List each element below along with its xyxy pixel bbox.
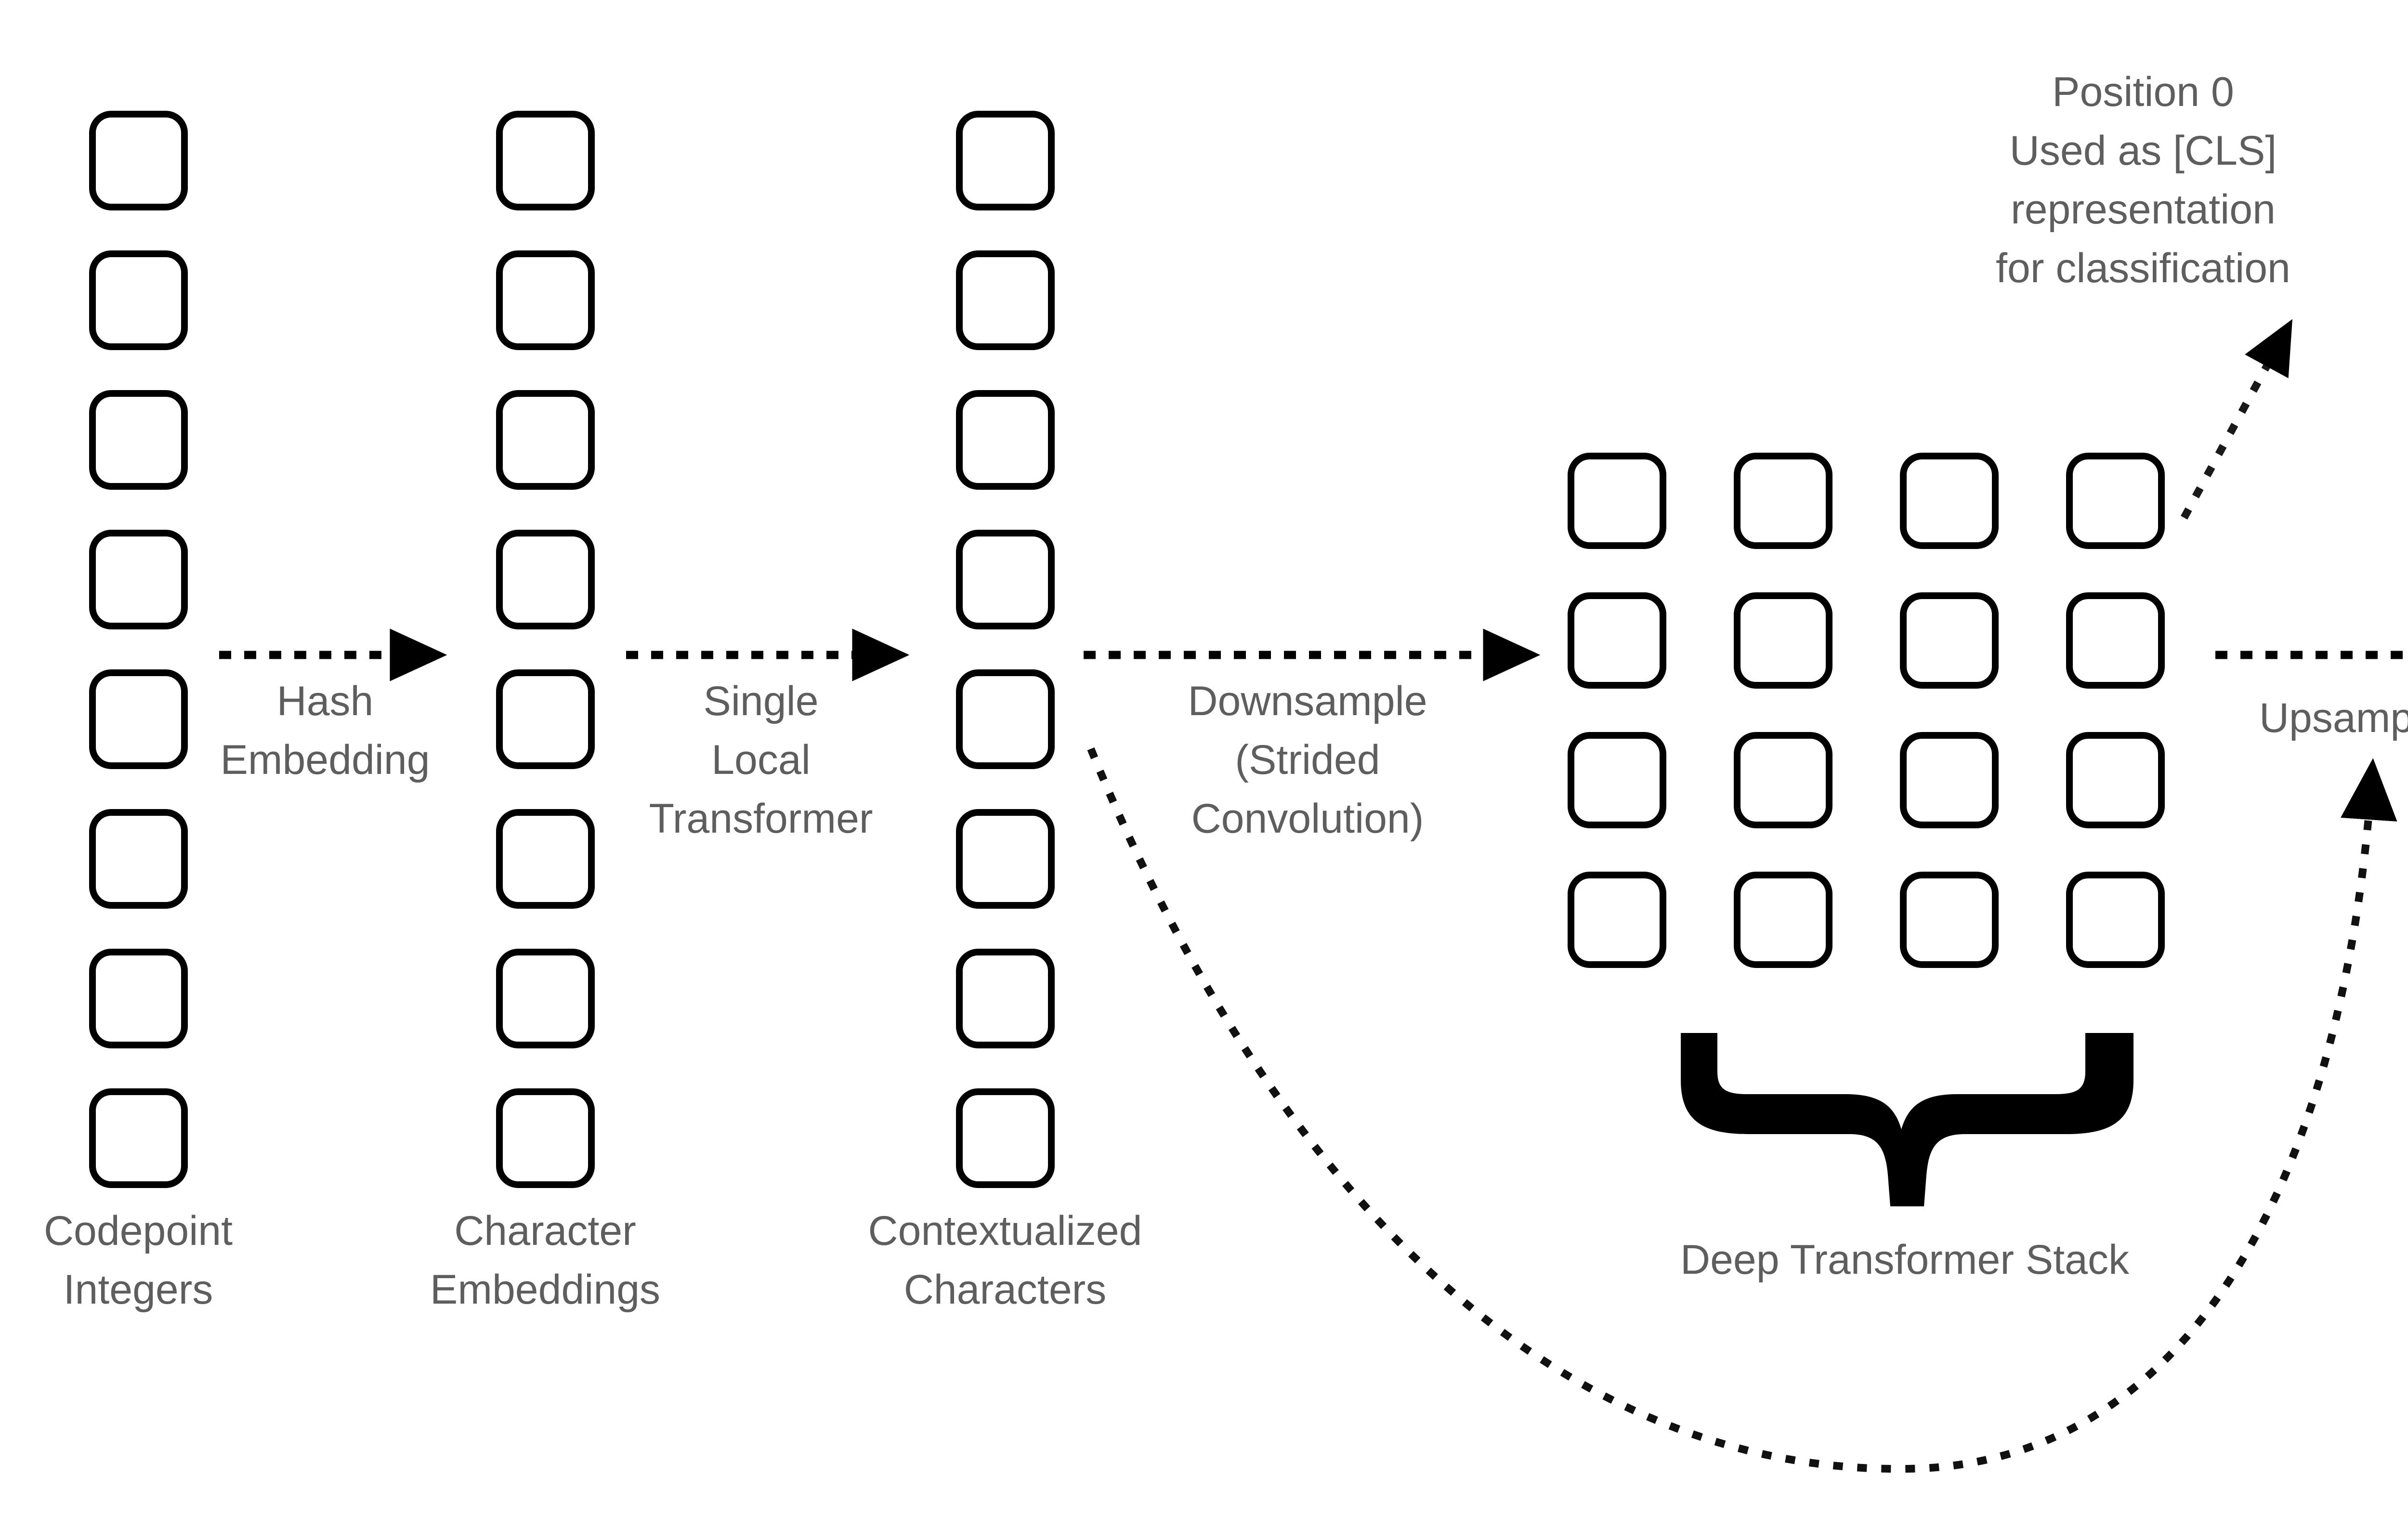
arrow-label-upsampling: Upsampling	[2259, 695, 2408, 741]
token-box	[89, 111, 188, 210]
token-box	[496, 809, 595, 909]
stack-cell	[1900, 592, 1999, 689]
arrow-label-downsample: Downsample (Strided Convolution)	[1188, 678, 1427, 842]
stack-cell	[2066, 872, 2165, 968]
token-box	[956, 250, 1055, 350]
token-box	[496, 530, 595, 629]
stack-cell	[1900, 453, 1999, 549]
token-box	[496, 669, 595, 769]
arrow-cls-pointer	[2180, 319, 2293, 520]
token-box	[89, 250, 188, 350]
stack-cell	[1568, 872, 1666, 968]
stack-cell	[1734, 592, 1832, 689]
column-label-character-embeddings: Character Embeddings	[430, 1208, 661, 1313]
token-box	[496, 250, 595, 350]
token-box	[89, 669, 188, 769]
stack-cell	[1568, 592, 1666, 689]
column-label-contextualized-characters: Contextualized Characters	[868, 1208, 1142, 1313]
annotation-cls-note: Position 0 Used as [CLS] representation …	[1996, 69, 2290, 291]
token-box	[956, 809, 1055, 909]
token-box	[89, 530, 188, 629]
token-box	[89, 809, 188, 909]
token-box	[496, 390, 595, 490]
arrow-label-hash-embedding: Hash Embedding	[220, 678, 430, 783]
arrow-label-single-local-transformer: Single Local Transformer	[649, 678, 873, 842]
stack-cell	[1568, 453, 1666, 549]
token-box	[956, 111, 1055, 210]
token-box	[956, 949, 1055, 1048]
token-box	[89, 1088, 188, 1188]
stack-cell	[1734, 453, 1832, 549]
stack-cell	[1900, 732, 1999, 828]
stack-cell	[1734, 732, 1832, 828]
stack-cell	[2066, 592, 2165, 689]
token-box	[496, 111, 595, 210]
token-box	[956, 669, 1055, 769]
stack-cell	[1568, 732, 1666, 828]
token-box	[496, 1088, 595, 1188]
stack-cell	[1900, 872, 1999, 968]
column-label-concatenated-representations: Concatenated Representations	[2383, 1209, 2408, 1326]
token-box	[956, 390, 1055, 490]
token-box	[89, 949, 188, 1048]
column-label-deep-transformer-stack: Deep Transformer Stack	[1680, 1237, 2130, 1283]
deep-stack-brace	[1681, 1033, 2133, 1206]
stack-cell	[2066, 453, 2165, 549]
stack-cell	[2066, 732, 2165, 828]
token-box	[89, 390, 188, 490]
token-box	[956, 1088, 1055, 1188]
column-label-codepoint-integers: Codepoint Integers	[43, 1208, 233, 1313]
token-box	[956, 530, 1055, 629]
token-box	[496, 949, 595, 1048]
stack-cell	[1734, 872, 1832, 968]
